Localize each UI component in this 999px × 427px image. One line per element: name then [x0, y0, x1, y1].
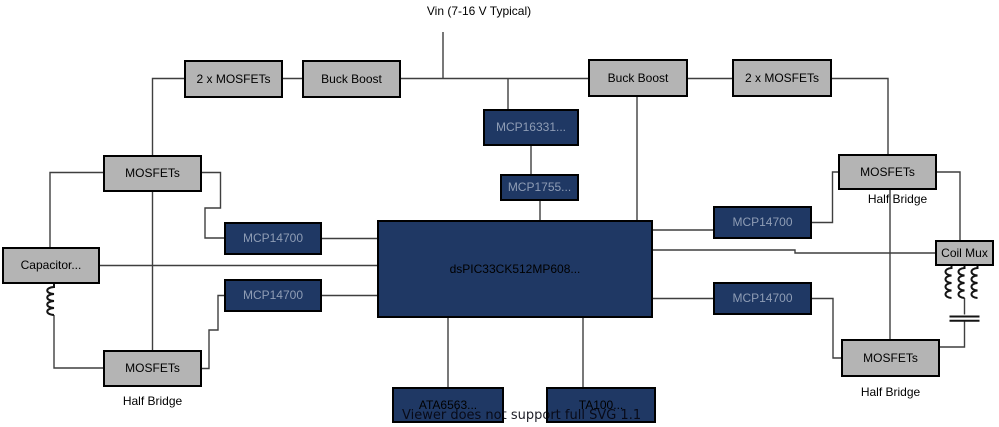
wire-mosfets-to-mcp14700-left-high [202, 171, 224, 239]
wire-capsym-to-mosfets-right-low [940, 321, 966, 348]
wire-mosfets2-to-mosfets-left [151, 77, 184, 155]
node-dspic33ck512mp608[interactable]: dsPIC33CK512MP608... [377, 220, 653, 318]
node-label: MCP1755... [507, 180, 572, 194]
node-ta100[interactable]: TA100... [546, 387, 656, 423]
node-label: MCP14700 [732, 291, 793, 305]
wire-mcp14700-to-mosfets-right-low [812, 297, 841, 359]
node-label: MCP14700 [242, 288, 304, 302]
half-bridge-label-left: Half Bridge [122, 394, 183, 408]
wire-coil-to-mosfets-left-low [53, 315, 103, 369]
node-buck-boost-left[interactable]: Buck Boost [302, 60, 401, 98]
node-label: TA100... [578, 397, 624, 412]
wire-mcp14700-to-mosfets-right-high [812, 171, 838, 224]
node-label: ATA6563... [418, 397, 478, 412]
node-label: Buck Boost [321, 71, 382, 86]
node-label: MCP14700 [732, 215, 793, 229]
node-label: MCP14700 [242, 231, 304, 245]
node-label: Coil Mux [941, 245, 988, 260]
node-label: dsPIC33CK512MP608... [449, 261, 581, 276]
node-mosfets-right-upper[interactable]: MOSFETs [838, 154, 937, 190]
node-label: MOSFETs [860, 164, 915, 179]
svg-fallback-note: Viewer does not support full SVG 1.1 [402, 408, 642, 423]
node-label: MOSFETs [863, 350, 918, 365]
node-mcp1755[interactable]: MCP1755... [500, 174, 579, 201]
node-mosfets-left-upper[interactable]: MOSFETs [103, 155, 202, 192]
node-mcp14700-left-lower[interactable]: MCP14700 [224, 279, 322, 312]
node-mcp16331[interactable]: MCP16331... [483, 109, 579, 146]
node-mcp14700-right-lower[interactable]: MCP14700 [713, 282, 812, 315]
node-label: MOSFETs [125, 166, 180, 180]
vin-label: Vin (7-16 V Typical) [426, 4, 532, 18]
wire-mosfets2-to-mosfets-right [832, 77, 889, 154]
node-mosfets-right-lower[interactable]: MOSFETs [841, 339, 940, 377]
wire-mosfets-to-coilmux [937, 171, 961, 240]
inductor-icon [46, 284, 55, 316]
node-label: Buck Boost [607, 70, 669, 85]
inductor-icon [957, 266, 966, 299]
node-label: MCP16331... [495, 120, 567, 134]
half-bridge-label-right-lower: Half Bridge [860, 385, 921, 399]
node-label: MOSFETs [125, 361, 180, 375]
node-label: 2 x MOSFETs [744, 70, 819, 85]
capacitor-icon [949, 315, 980, 322]
node-mcp14700-left-upper[interactable]: MCP14700 [224, 222, 322, 255]
node-2x-mosfets-left[interactable]: 2 x MOSFETs [184, 60, 283, 98]
node-label: 2 x MOSFETs [196, 71, 271, 86]
wire-mcp14700-to-mosfets-left-low [202, 294, 224, 370]
wire-group [49, 32, 966, 387]
half-bridge-label-right-upper: Half Bridge [867, 192, 928, 206]
wire-mosfets-to-capacitor [49, 171, 103, 247]
inductor-icon [944, 266, 953, 299]
wire-dspic-to-coilmux [653, 249, 935, 254]
node-ata6563[interactable]: ATA6563... [392, 387, 504, 423]
passive-symbols [46, 266, 980, 322]
node-capacitor[interactable]: Capacitor... [2, 247, 100, 284]
node-label: Capacitor... [20, 258, 82, 272]
node-buck-boost-right[interactable]: Buck Boost [588, 59, 688, 97]
node-coil-mux[interactable]: Coil Mux [935, 240, 994, 266]
node-mcp14700-right-upper[interactable]: MCP14700 [713, 206, 812, 239]
node-2x-mosfets-right[interactable]: 2 x MOSFETs [732, 59, 832, 97]
inductor-icon [970, 266, 979, 299]
node-mosfets-left-lower[interactable]: MOSFETs [103, 350, 202, 387]
